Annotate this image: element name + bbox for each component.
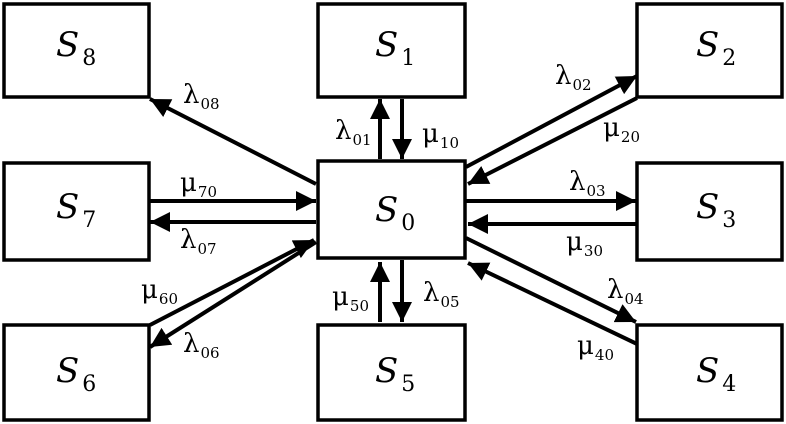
rate-index: 10 xyxy=(440,134,459,152)
transition-arrow-l02 xyxy=(465,74,638,169)
rate-symbol: λ xyxy=(335,116,351,146)
transition-label-l02: λ02 xyxy=(555,61,592,94)
state-symbol: S xyxy=(56,351,79,391)
transition-arrow-l04 xyxy=(465,236,637,324)
state-box-s5 xyxy=(316,323,467,422)
rate-index: 20 xyxy=(621,128,640,146)
rate-symbol: μ xyxy=(422,119,439,149)
state-index: 8 xyxy=(82,46,96,71)
rate-symbol: μ xyxy=(141,275,158,305)
rate-index: 50 xyxy=(350,297,369,315)
state-box-s3 xyxy=(635,161,784,262)
state-index: 0 xyxy=(401,211,415,236)
rate-index: 30 xyxy=(584,242,603,260)
state-symbol: S xyxy=(696,351,719,391)
rate-index: 60 xyxy=(159,290,178,308)
state-symbol: S xyxy=(375,25,398,65)
transition-label-m60: μ60 xyxy=(141,275,178,308)
rate-index: 04 xyxy=(624,290,643,308)
transition-label-m20: μ20 xyxy=(603,113,640,146)
transition-label-l01: λ01 xyxy=(335,116,372,149)
rate-symbol: λ xyxy=(607,275,623,305)
transition-label-m70: μ70 xyxy=(180,168,217,201)
state-index: 5 xyxy=(401,372,415,397)
rate-index: 05 xyxy=(440,293,459,311)
rate-symbol: λ xyxy=(183,80,199,110)
transition-label-l08: λ08 xyxy=(183,80,220,113)
state-symbol: S xyxy=(696,187,719,227)
state-symbol: S xyxy=(696,25,719,65)
rate-symbol: μ xyxy=(566,227,583,257)
rate-index: 02 xyxy=(572,76,591,94)
rate-index: 07 xyxy=(197,240,216,258)
transition-arrow-m60 xyxy=(149,238,315,327)
rate-symbol: μ xyxy=(180,168,197,198)
rate-symbol: λ xyxy=(555,61,571,91)
transition-label-m10: μ10 xyxy=(422,119,459,152)
state-symbol: S xyxy=(56,25,79,65)
rate-index: 70 xyxy=(198,183,217,201)
transition-label-m40: μ40 xyxy=(577,331,614,364)
transition-label-l03: λ03 xyxy=(569,167,606,200)
rate-index: 40 xyxy=(595,346,614,364)
rate-symbol: μ xyxy=(577,331,594,361)
state-index: 7 xyxy=(82,208,96,233)
transition-arrow-m20 xyxy=(467,96,638,186)
rate-index: 03 xyxy=(586,182,605,200)
rate-index: 06 xyxy=(200,344,219,362)
state-index: 6 xyxy=(82,372,96,397)
state-box-s1 xyxy=(316,2,467,99)
transition-label-l05: λ05 xyxy=(423,278,460,311)
state-box-s7 xyxy=(2,161,151,262)
rate-index: 08 xyxy=(200,95,219,113)
transition-arrow-l08 xyxy=(149,97,317,186)
state-box-s6 xyxy=(2,323,151,422)
state-index: 1 xyxy=(401,46,415,71)
transition-arrow-l06 xyxy=(148,240,318,349)
state-index: 3 xyxy=(722,208,736,233)
state-index: 4 xyxy=(722,372,736,397)
transition-arrows xyxy=(148,74,638,349)
transition-label-l06: λ06 xyxy=(183,329,220,362)
rate-symbol: μ xyxy=(332,282,349,312)
transition-arrow-m40 xyxy=(467,261,638,346)
rate-symbol: λ xyxy=(180,225,196,255)
rate-symbol: λ xyxy=(569,167,585,197)
state-index: 2 xyxy=(722,46,736,71)
rate-symbol: λ xyxy=(183,329,199,359)
transition-label-m50: μ50 xyxy=(332,282,369,315)
transition-label-l07: λ07 xyxy=(180,225,217,258)
state-box-s8 xyxy=(2,2,151,99)
state-box-s4 xyxy=(635,323,784,422)
rate-index: 01 xyxy=(352,131,371,149)
rate-symbol: μ xyxy=(603,113,620,143)
state-box-s0 xyxy=(316,159,467,260)
state-symbol: S xyxy=(56,187,79,227)
transition-label-m30: μ30 xyxy=(566,227,603,260)
state-symbol: S xyxy=(375,190,398,230)
state-symbol: S xyxy=(375,351,398,391)
rate-symbol: λ xyxy=(423,278,439,308)
transition-label-l04: λ04 xyxy=(607,275,644,308)
state-box-s2 xyxy=(635,2,784,99)
